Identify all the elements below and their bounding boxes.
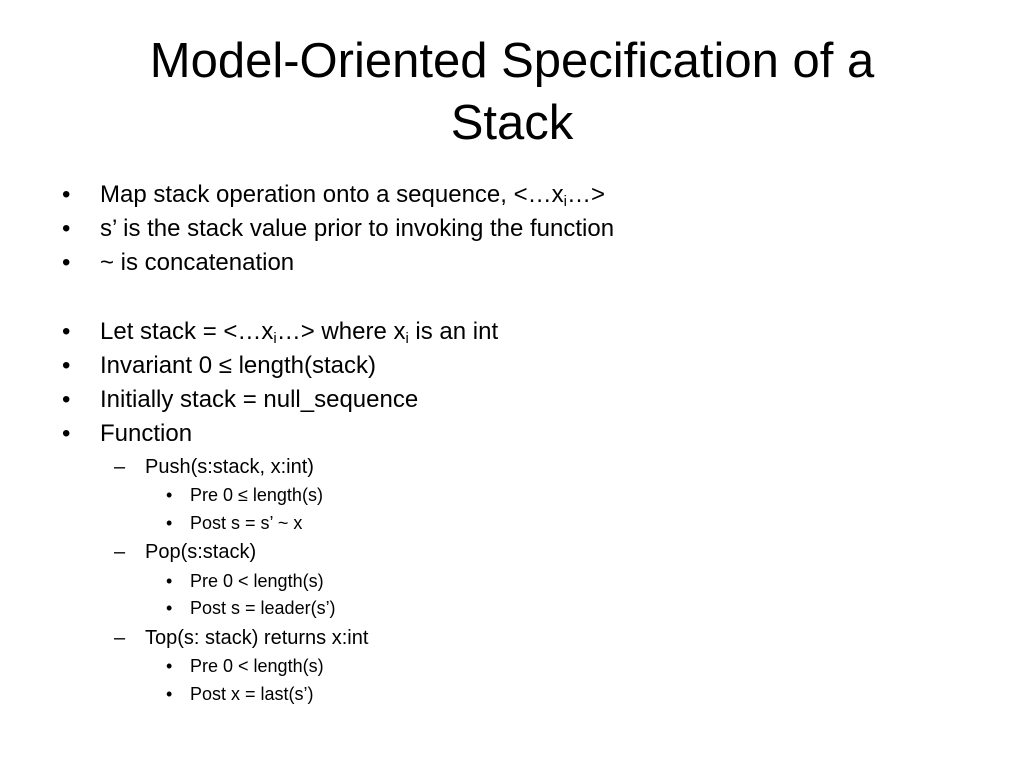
bullet-text: Let stack = <…x <box>100 318 274 345</box>
bullet-marker: • <box>62 215 71 242</box>
bullet-text: Initially stack = null_sequence <box>100 386 419 413</box>
subscript-i: i <box>563 194 567 211</box>
subscript-i: i <box>405 331 409 348</box>
slide-title: Model-Oriented Specification of a Stack <box>40 30 984 154</box>
pop-pre: • Pre 0 < length(s) <box>166 570 324 592</box>
postcondition-text: Post s = s’ ~ x <box>190 513 303 533</box>
bullet-map-stack: • Map stack operation onto a sequence, <… <box>62 181 605 211</box>
bullet-function: • Function <box>62 420 193 448</box>
bullet-prior-value: • s’ is the stack value prior to invokin… <box>62 215 615 243</box>
title-line-2: Stack <box>450 96 574 150</box>
bullet-marker: • <box>62 181 71 208</box>
bullet-marker: • <box>62 386 71 413</box>
bullet-text: Map stack operation onto a sequence, <…x <box>100 181 564 208</box>
bullet-marker: • <box>62 318 71 345</box>
postcondition-text: Post s = leader(s’) <box>190 598 336 618</box>
top-post: • Post x = last(s’) <box>166 683 314 705</box>
dash-marker: – <box>114 541 126 563</box>
bullet-text: Function <box>100 420 193 447</box>
pop-post: • Post s = leader(s’) <box>166 597 336 619</box>
bullet-text: s’ is the stack value prior to invoking … <box>100 215 615 242</box>
sub-bullet-marker: • <box>166 598 173 618</box>
function-label: Push(s:stack, x:int) <box>145 456 314 478</box>
bullet-marker: • <box>62 352 71 379</box>
bullet-text: ~ is concatenation <box>100 249 295 276</box>
push-pre: • Pre 0 ≤ length(s) <box>166 484 323 506</box>
function-label: Pop(s:stack) <box>145 541 257 563</box>
bullet-text: …> where x <box>276 318 406 345</box>
subscript-i: i <box>273 331 277 348</box>
bullet-let-stack: • Let stack = <…xi…> where xi is an int <box>62 318 499 348</box>
bullet-marker: • <box>62 420 71 447</box>
bullet-text: Invariant 0 ≤ length(stack) <box>100 352 376 379</box>
sub-bullet-marker: • <box>166 684 173 704</box>
top-pre: • Pre 0 < length(s) <box>166 655 324 677</box>
bullet-initially: • Initially stack = null_sequence <box>62 386 419 414</box>
precondition-text: Pre 0 < length(s) <box>190 656 324 676</box>
sub-bullet-marker: • <box>166 656 173 676</box>
dash-marker: – <box>114 456 126 478</box>
bullet-text: …> <box>566 181 605 208</box>
bullet-marker: • <box>62 249 71 276</box>
dash-marker: – <box>114 627 126 649</box>
sub-bullet-marker: • <box>166 513 173 533</box>
sub-bullet-marker: • <box>166 485 173 505</box>
function-top: – Top(s: stack) returns x:int <box>114 626 369 650</box>
precondition-text: Pre 0 ≤ length(s) <box>190 485 323 505</box>
postcondition-text: Post x = last(s’) <box>190 684 314 704</box>
sub-bullet-marker: • <box>166 571 173 591</box>
function-label: Top(s: stack) returns x:int <box>145 627 369 649</box>
bullet-invariant: • Invariant 0 ≤ length(stack) <box>62 352 376 380</box>
function-pop: – Pop(s:stack) <box>114 540 257 564</box>
bullet-text: is an int <box>408 318 499 345</box>
precondition-text: Pre 0 < length(s) <box>190 571 324 591</box>
push-post: • Post s = s’ ~ x <box>166 512 303 534</box>
function-push: – Push(s:stack, x:int) <box>114 455 314 479</box>
title-line-1: Model-Oriented Specification of a <box>149 34 875 88</box>
bullet-concatenation: • ~ is concatenation <box>62 249 295 277</box>
